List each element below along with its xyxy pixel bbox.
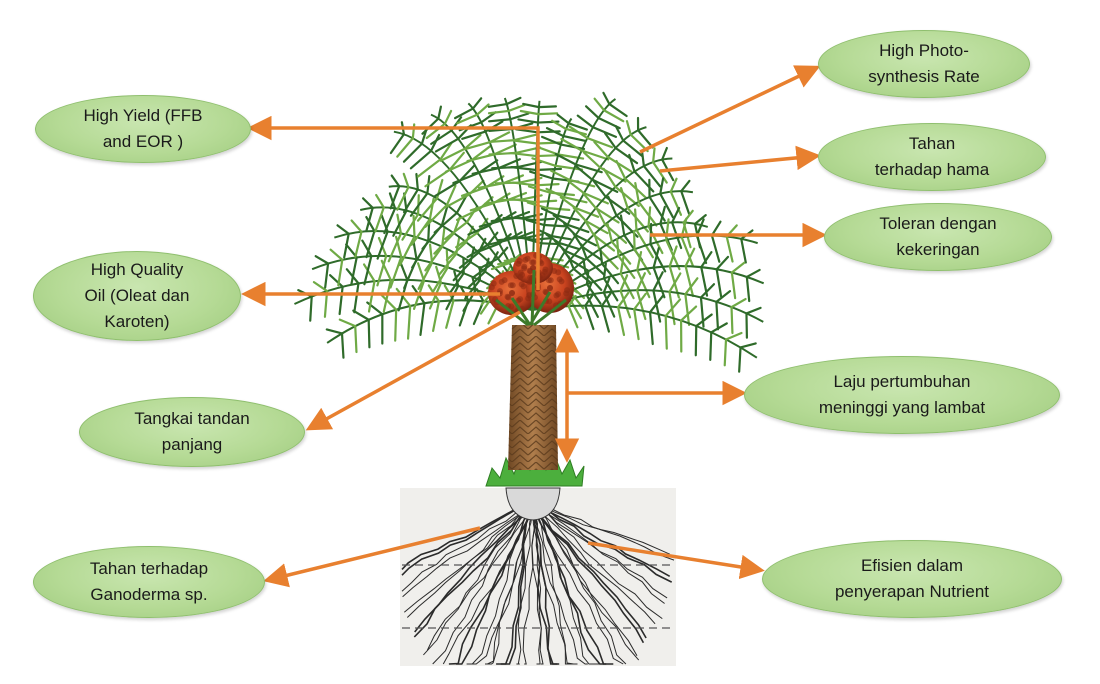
- label-high-quality-oil: High Quality Oil (Oleat dan Karoten): [33, 251, 241, 341]
- label-high-photosynthesis: High Photo- synthesis Rate: [818, 30, 1030, 98]
- trunk: [508, 325, 558, 470]
- label-toleran-kekeringan: Toleran dengan kekeringan: [824, 203, 1052, 271]
- label-tahan-hama: Tahan terhadap hama: [818, 123, 1046, 191]
- arrow-tahan-hama: [660, 156, 816, 171]
- label-high-yield: High Yield (FFB and EOR ): [35, 95, 251, 163]
- label-efisien-nutrient: Efisien dalam penyerapan Nutrient: [762, 540, 1062, 618]
- root-system-drawing: [400, 488, 676, 666]
- arrow-tangkai-tandan: [310, 312, 520, 428]
- label-tahan-ganoderma: Tahan terhadap Ganoderma sp.: [33, 546, 265, 618]
- label-tangkai-tandan: Tangkai tandan panjang: [79, 397, 305, 467]
- label-laju-pertumbuhan: Laju pertumbuhan meninggi yang lambat: [744, 356, 1060, 434]
- arrow-high-photosynthesis: [640, 68, 816, 152]
